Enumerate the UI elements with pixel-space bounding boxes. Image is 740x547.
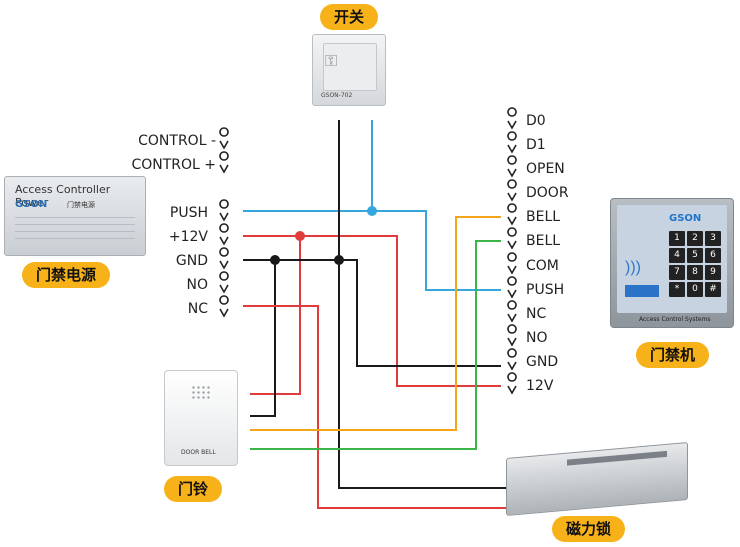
psu-terminal-no: NO	[186, 277, 209, 293]
key-2: 2	[687, 231, 703, 246]
kp-terminal-12v: 12V	[526, 378, 554, 394]
psu-title: Access Controller Power	[15, 183, 111, 209]
psu-terminal-control-minus: CONTROL -	[138, 133, 216, 149]
psu-terminal-control-plus: CONTROL +	[131, 157, 216, 173]
location-pin-icon	[219, 247, 229, 270]
wire-bell-green	[250, 240, 501, 450]
key-4: 4	[669, 248, 685, 263]
tag-power-supply: 门禁电源	[22, 262, 111, 288]
key-0: 0	[687, 282, 703, 297]
speaker-grill	[191, 385, 211, 401]
junction-black-2	[334, 255, 344, 265]
location-pin-icon	[507, 372, 517, 395]
power-supply-device: Access Controller Power GSON 门禁电源	[4, 176, 146, 256]
bell-label: DOOR BELL	[181, 449, 216, 456]
location-pin-icon	[507, 227, 517, 250]
wire-bell-orange	[250, 216, 501, 431]
junction-blue	[367, 206, 377, 216]
kp-terminal-open: OPEN	[526, 161, 565, 177]
exit-switch-device: ⚿ GSON-702	[312, 34, 386, 106]
key-6: 6	[705, 248, 721, 263]
key-icon: ⚿	[325, 53, 338, 70]
kp-terminal-no: NO	[526, 330, 548, 346]
kp-terminal-d1: D1	[526, 137, 546, 153]
location-pin-icon	[219, 271, 229, 294]
switch-plate	[323, 43, 377, 91]
kp-terminal-nc: NC	[526, 306, 547, 322]
kp-terminal-gnd: GND	[526, 354, 559, 370]
key-hash: #	[705, 282, 721, 297]
key-1: 1	[669, 231, 685, 246]
doorbell-device: DOOR BELL	[164, 370, 238, 466]
switch-model: GSON-702	[321, 92, 353, 99]
location-pin-icon	[507, 300, 517, 323]
location-pin-icon	[507, 107, 517, 130]
access-keypad-device: GSON ))) 1 2 3 4 5 6 7 8 9 * 0 # Access …	[610, 198, 734, 328]
kp-terminal-com: COM	[526, 258, 559, 274]
key-8: 8	[687, 265, 703, 280]
location-pin-icon	[507, 324, 517, 347]
kp-terminal-bell-2: BELL	[526, 233, 561, 249]
tag-keypad: 门禁机	[636, 342, 710, 368]
tag-maglock: 磁力锁	[552, 516, 626, 542]
wire-nc-red	[243, 305, 518, 509]
rfid-icon: )))	[625, 259, 641, 276]
location-pin-icon	[219, 295, 229, 318]
location-pin-icon	[507, 348, 517, 371]
wire-gnd-black	[243, 120, 518, 489]
psu-terminal-nc: NC	[187, 301, 208, 317]
location-pin-icon	[507, 179, 517, 202]
location-pin-icon	[507, 131, 517, 154]
tag-doorbell: 门铃	[164, 476, 223, 502]
kp-terminal-push: PUSH	[526, 282, 565, 298]
kp-terminal-bell-1: BELL	[526, 209, 561, 225]
junction-black-1	[270, 255, 280, 265]
keypad-brand: GSON	[669, 213, 702, 224]
psu-terminal-gnd: GND	[175, 253, 208, 269]
location-pin-icon	[507, 203, 517, 226]
location-pin-icon	[219, 199, 229, 222]
wire-12v-red	[243, 235, 501, 395]
junction-red	[295, 231, 305, 241]
location-pin-icon	[507, 252, 517, 275]
card-area	[625, 285, 659, 297]
psu-terminal-push: PUSH	[169, 205, 208, 221]
keypad-keys: 1 2 3 4 5 6 7 8 9 * 0 #	[669, 231, 723, 299]
psu-brand-cn: 门禁电源	[67, 201, 95, 209]
kp-terminal-door: DOOR	[526, 185, 569, 201]
key-5: 5	[687, 248, 703, 263]
key-9: 9	[705, 265, 721, 280]
kp-terminal-d0: D0	[526, 113, 546, 129]
location-pin-icon	[507, 155, 517, 178]
psu-terminal-12v: +12V	[168, 229, 208, 245]
location-pin-icon	[219, 223, 229, 246]
location-pin-icon	[219, 127, 229, 150]
location-pin-icon	[219, 151, 229, 174]
location-pin-icon	[507, 276, 517, 299]
psu-label-lines	[15, 217, 135, 245]
tag-switch: 开关	[320, 4, 379, 30]
key-star: *	[669, 282, 685, 297]
psu-brand: GSON	[15, 199, 48, 210]
key-3: 3	[705, 231, 721, 246]
key-7: 7	[669, 265, 685, 280]
keypad-footer: Access Control Systems	[639, 316, 711, 323]
